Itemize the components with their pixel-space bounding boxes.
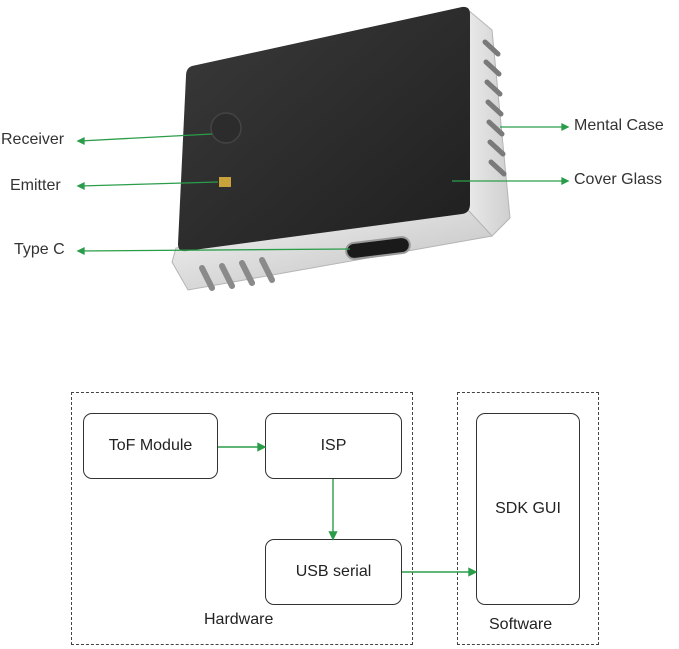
emitter-chip	[219, 177, 231, 187]
receiver-label: Receiver	[1, 131, 65, 148]
type-c-port	[345, 236, 411, 260]
tof-module-box: ToF Module	[83, 413, 218, 479]
usb-serial-label: USB serial	[295, 563, 372, 580]
cover-glass-label: Cover Glass	[574, 171, 663, 188]
metal-case-label: Mental Case	[574, 117, 664, 134]
side-vents	[482, 39, 507, 177]
receiver-lens	[210, 112, 242, 144]
sdk-gui-label: SDK GUI	[495, 500, 561, 517]
receiver-leader	[79, 133, 213, 142]
cover-glass-face	[178, 6, 470, 252]
isp-box: ISP	[265, 413, 402, 479]
type-c-leader	[79, 248, 351, 252]
isp-label: ISP	[320, 437, 347, 454]
type-c-label: Type C	[14, 241, 65, 258]
sdk-gui-box: SDK GUI	[476, 413, 580, 605]
emitter-leader	[79, 181, 219, 187]
hardware-group	[71, 392, 413, 645]
tof-device-illustration	[76, 6, 570, 291]
tof-module-label: ToF Module	[108, 437, 193, 454]
software-group	[457, 392, 599, 645]
software-caption: Software	[489, 616, 553, 633]
usb-serial-box: USB serial	[265, 539, 402, 605]
emitter-label: Emitter	[10, 177, 61, 194]
hardware-caption: Hardware	[204, 611, 274, 628]
bottom-vents	[199, 257, 275, 291]
